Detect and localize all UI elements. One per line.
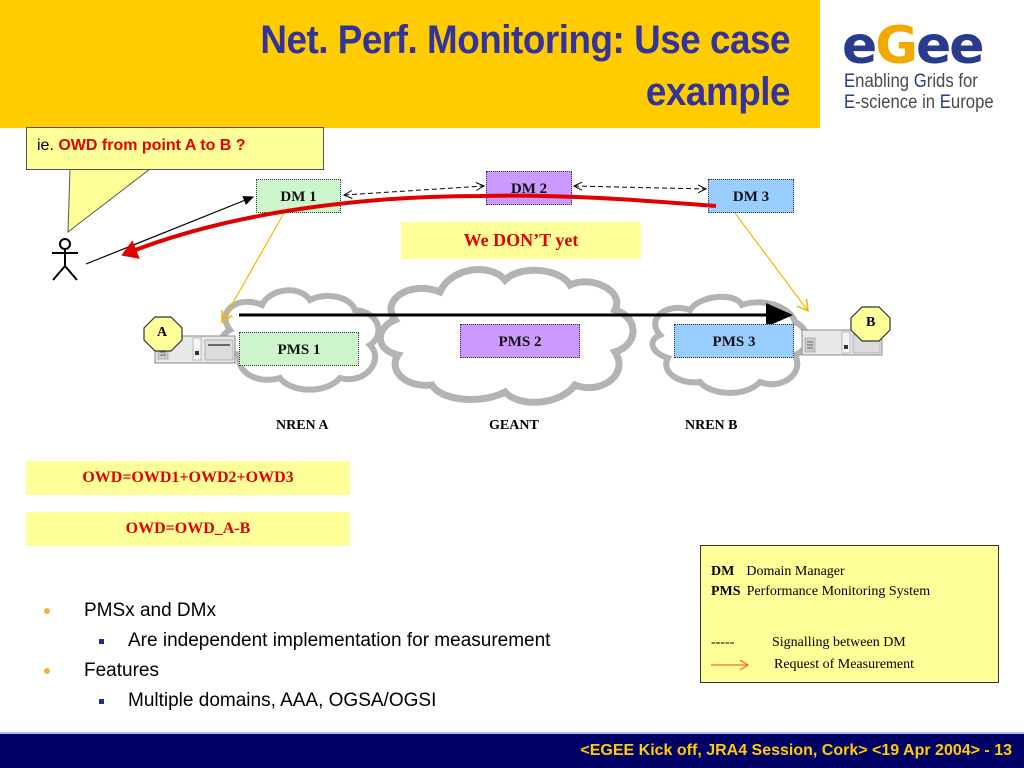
slide-title: Net. Perf. Monitoring: Use case example — [91, 14, 790, 118]
request-arrow-dm3-to-b — [734, 212, 808, 311]
pms3-node: PMS 3 — [674, 324, 794, 358]
footer-text: <EGEE Kick off, JRA4 Session, Cork> <19 … — [580, 742, 1012, 759]
legend-orange-arrow-icon — [711, 659, 750, 671]
bullet-item: PMSx and DMx — [44, 600, 550, 630]
bullet-square-icon — [99, 639, 104, 644]
user-icon — [52, 238, 78, 281]
formula-owd-sum: OWD=OWD1+OWD2+OWD3 — [26, 461, 350, 495]
status-note: We DON’T yet — [401, 222, 641, 259]
bullet-item: Features — [44, 660, 550, 690]
endpoint-a-badge — [143, 316, 183, 352]
bullet-dot-icon — [44, 668, 50, 674]
egee-tagline: Enabling Grids for E-science in Europe — [844, 71, 994, 113]
question-text: OWD from point A to B ? — [58, 137, 246, 154]
dm1-node: DM 1 — [256, 179, 341, 213]
formula-owd-direct: OWD=OWD_A-B — [26, 512, 350, 546]
dm3-node: DM 3 — [708, 179, 794, 213]
endpoint-b-label: B — [866, 315, 876, 330]
network-label-geant: GEANT — [489, 418, 539, 433]
title-line-2: example — [645, 70, 791, 114]
endpoint-a-label: A — [157, 325, 168, 340]
dm2-node: DM 2 — [486, 171, 572, 205]
pms2-node: PMS 2 — [460, 324, 580, 358]
sub-bullet-item: Multiple domains, AAA, OGSA/OGSI — [44, 690, 550, 720]
sub-bullet-item: Are independent implementation for measu… — [44, 630, 550, 660]
question-callout: ie. OWD from point A to B ? — [26, 127, 324, 170]
footer-divider — [0, 732, 1024, 734]
signalling-dm2-dm3 — [574, 186, 706, 189]
title-line-1: Net. Perf. Monitoring: Use case — [260, 18, 791, 62]
callout-tail — [67, 168, 152, 234]
title-banner: Net. Perf. Monitoring: Use case example — [0, 0, 820, 128]
network-label-nren-b: NREN B — [685, 418, 738, 433]
egee-logo-mark: eGee — [842, 16, 985, 76]
legend-arrow-meaning: Request of Measurement — [774, 657, 914, 672]
bullet-dot-icon — [44, 608, 50, 614]
signalling-dm1-dm2 — [344, 186, 484, 195]
pms1-node: PMS 1 — [239, 332, 359, 366]
footer-bar: <EGEE Kick off, JRA4 Session, Cork> <19 … — [0, 734, 1024, 768]
legend-dashed-symbol: ----- — [711, 635, 735, 650]
bullet-square-icon — [99, 699, 104, 704]
legend-dashed-meaning: Signalling between DM — [772, 635, 906, 650]
endpoint-b-badge — [850, 306, 891, 342]
request-line-user-to-dm1 — [85, 196, 255, 265]
egee-logo: eGee Enabling Grids for E-science in Eur… — [820, 0, 1024, 128]
bullet-list: PMSx and DMx Are independent implementat… — [44, 600, 550, 720]
network-label-nren-a: NREN A — [276, 418, 329, 433]
